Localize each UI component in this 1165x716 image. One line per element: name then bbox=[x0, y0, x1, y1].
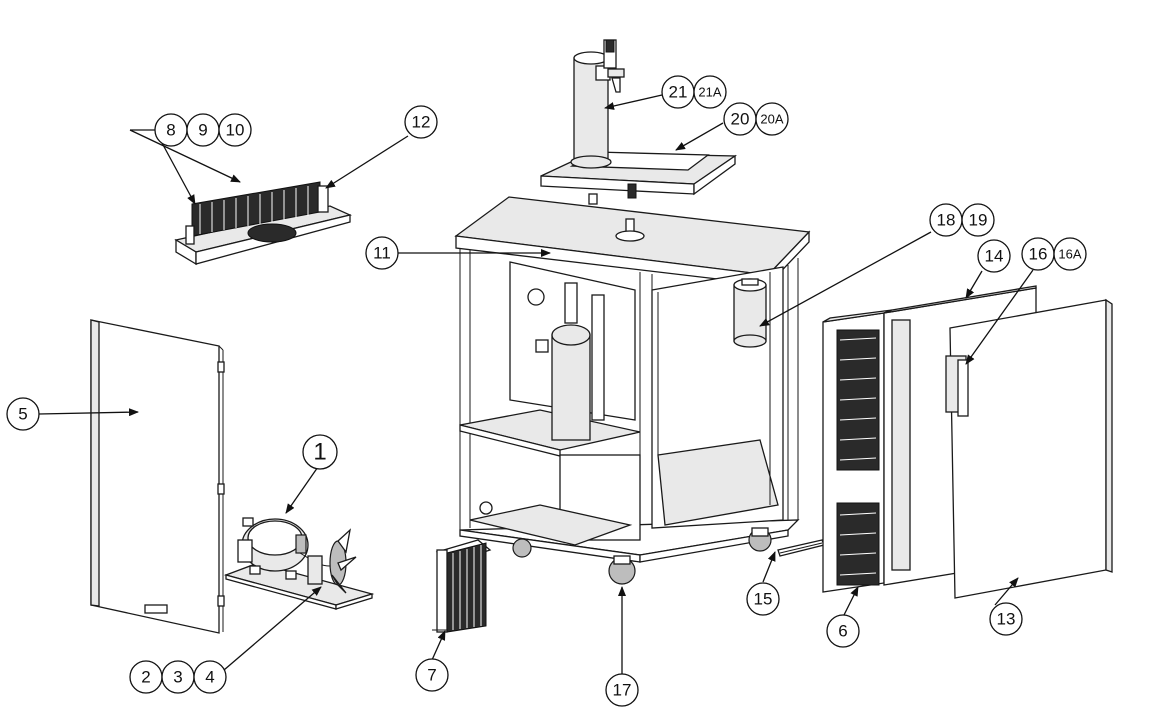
callout-1: 1 bbox=[302, 434, 338, 470]
svg-text:19: 19 bbox=[969, 211, 988, 230]
callout-20: 20 bbox=[723, 102, 757, 136]
beer-tower bbox=[570, 39, 625, 169]
callout-7: 7 bbox=[415, 658, 449, 692]
leader-lines bbox=[38, 94, 1034, 674]
svg-text:16A: 16A bbox=[1058, 247, 1081, 262]
compressor-assembly bbox=[223, 517, 375, 610]
side-panel bbox=[90, 319, 225, 634]
svg-text:12: 12 bbox=[412, 113, 431, 132]
svg-text:5: 5 bbox=[18, 405, 27, 424]
svg-text:6: 6 bbox=[838, 622, 847, 641]
regulator-canister bbox=[733, 278, 767, 348]
svg-text:4: 4 bbox=[205, 668, 214, 687]
svg-text:14: 14 bbox=[985, 247, 1004, 266]
callout-5: 5 bbox=[6, 397, 40, 431]
callout-2: 2 bbox=[129, 660, 163, 694]
callout-20a: 20A bbox=[755, 102, 789, 136]
cabinet bbox=[454, 196, 811, 585]
rail bbox=[777, 539, 825, 557]
svg-text:9: 9 bbox=[198, 121, 207, 140]
callout-21: 21 bbox=[661, 75, 695, 109]
callout-13: 13 bbox=[989, 602, 1023, 636]
callout-6: 6 bbox=[826, 614, 860, 648]
condenser-assembly bbox=[174, 181, 353, 266]
svg-text:21: 21 bbox=[669, 83, 688, 102]
callout-19: 19 bbox=[961, 203, 995, 237]
svg-text:15: 15 bbox=[754, 590, 773, 609]
door bbox=[945, 298, 1113, 599]
callout-9: 9 bbox=[186, 113, 220, 147]
condenser-coil bbox=[432, 539, 492, 633]
svg-text:20: 20 bbox=[731, 110, 750, 129]
svg-text:18: 18 bbox=[937, 211, 956, 230]
svg-text:17: 17 bbox=[613, 681, 632, 700]
callout-4: 4 bbox=[193, 660, 227, 694]
callout-16: 16 bbox=[1021, 237, 1055, 271]
svg-text:7: 7 bbox=[427, 666, 436, 685]
callout-3: 3 bbox=[161, 660, 195, 694]
svg-text:3: 3 bbox=[173, 668, 182, 687]
svg-text:2: 2 bbox=[141, 668, 150, 687]
svg-text:20A: 20A bbox=[760, 112, 783, 127]
callout-10: 10 bbox=[218, 113, 252, 147]
callout-15: 15 bbox=[746, 582, 780, 616]
svg-text:13: 13 bbox=[997, 610, 1016, 629]
callout-11: 11 bbox=[365, 236, 399, 270]
svg-text:10: 10 bbox=[226, 121, 245, 140]
svg-text:21A: 21A bbox=[698, 85, 721, 100]
callout-14: 14 bbox=[977, 239, 1011, 273]
callout-17: 17 bbox=[605, 673, 639, 707]
svg-text:8: 8 bbox=[166, 121, 175, 140]
front-grille bbox=[822, 309, 893, 593]
callout-8: 8 bbox=[154, 113, 188, 147]
svg-text:1: 1 bbox=[313, 439, 326, 466]
callout-12: 12 bbox=[404, 105, 438, 139]
drip-tray bbox=[540, 151, 738, 205]
callout-18: 18 bbox=[929, 203, 963, 237]
svg-text:11: 11 bbox=[373, 244, 391, 263]
callout-16a: 16A bbox=[1053, 237, 1087, 271]
callout-21a: 21A bbox=[693, 75, 727, 109]
svg-text:16: 16 bbox=[1029, 245, 1048, 264]
